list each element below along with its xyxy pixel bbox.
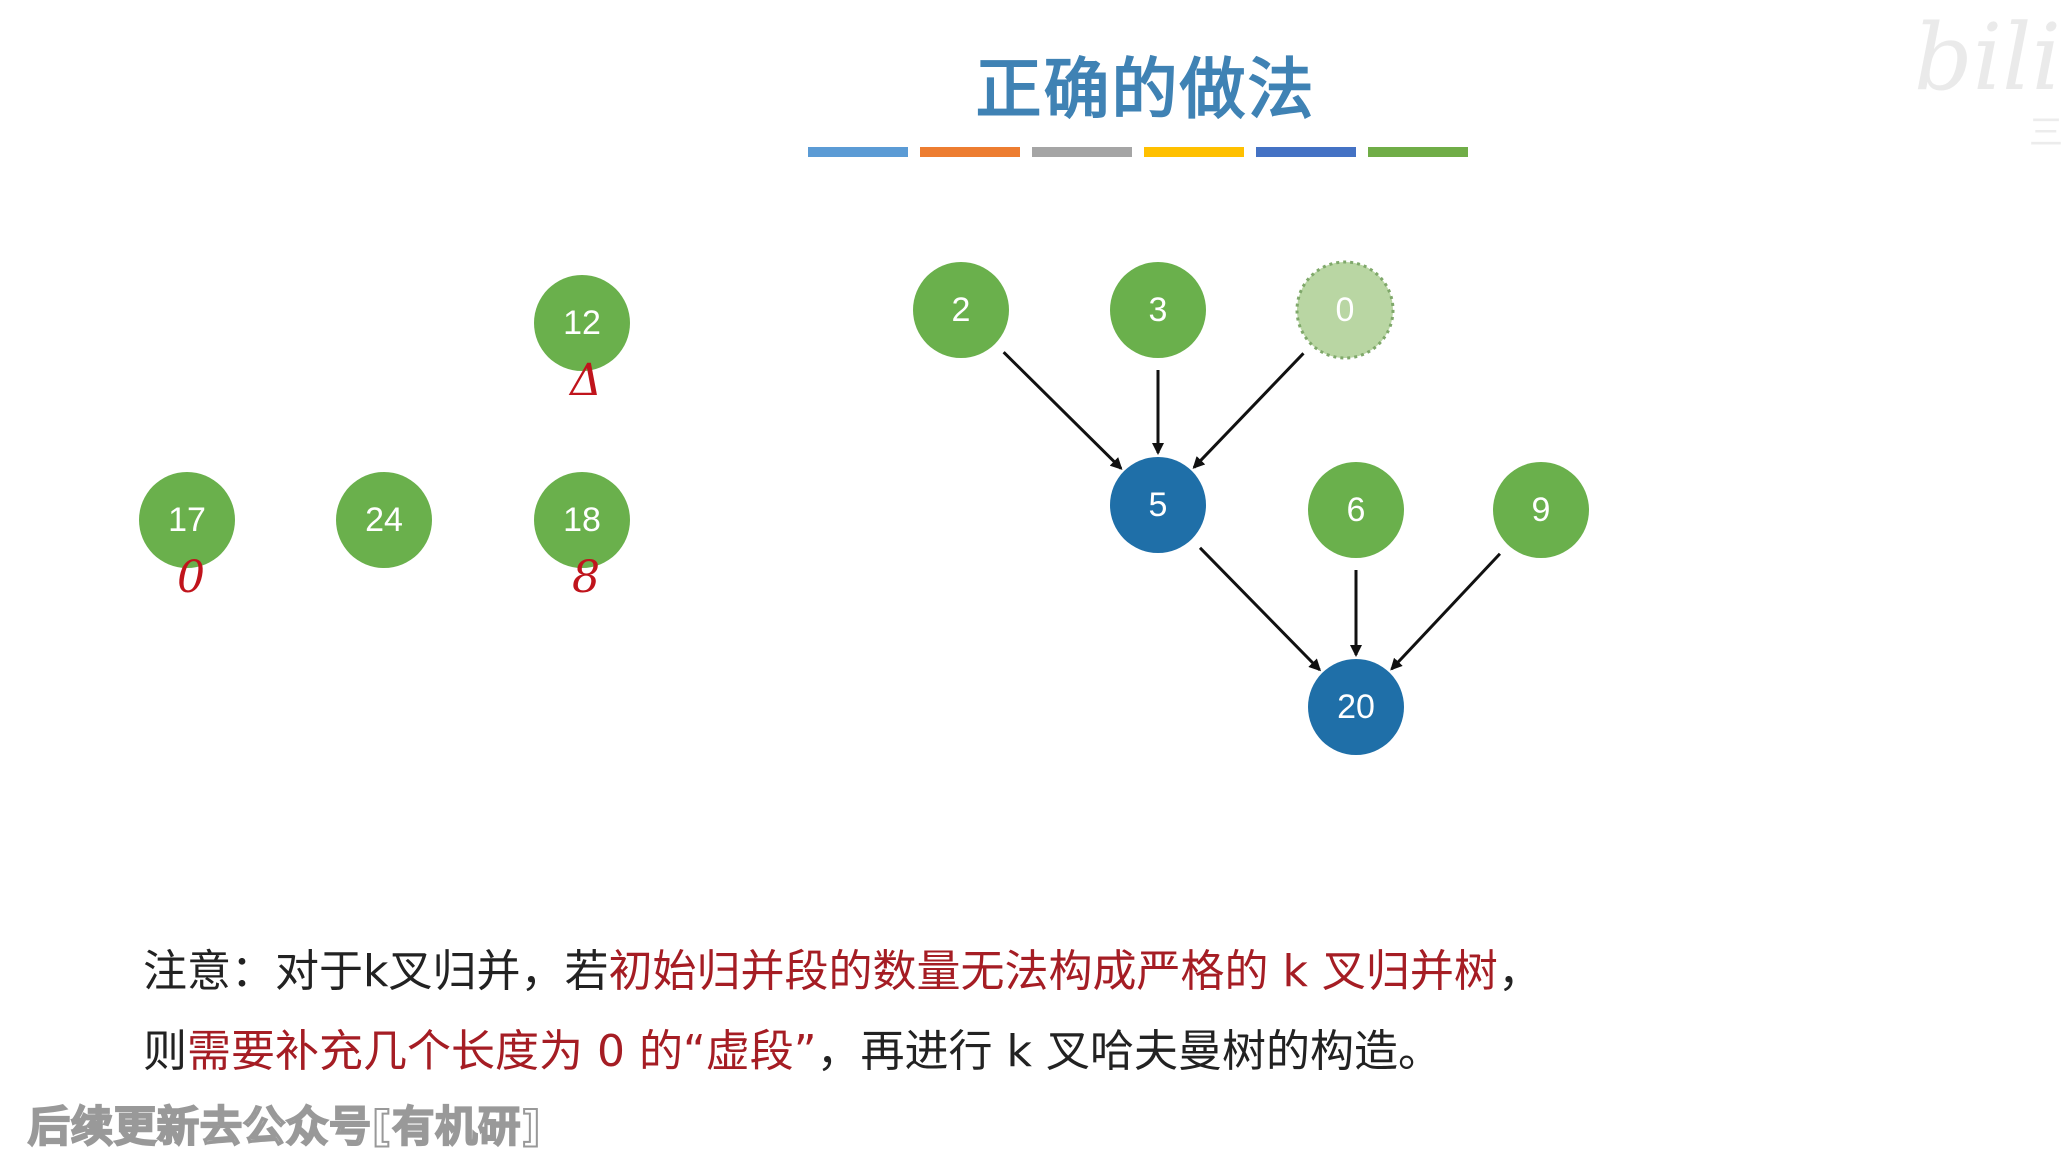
note-line-1: 注意：对于k叉归并，若初始归并段的数量无法构成严格的 k 叉归并树， (143, 935, 1542, 999)
note-line-1-prefix: 注意：对于k叉归并，若 (143, 946, 609, 997)
run-node (139, 472, 235, 568)
tree-edge-arrow (1002, 351, 1123, 470)
handwritten-annotation: 0 (177, 552, 205, 603)
leaf-node (1308, 462, 1404, 558)
bilibili-logo-watermark: bili (1913, 4, 2061, 111)
handwritten-annotation: 8 (572, 552, 600, 603)
run-node (534, 275, 630, 371)
merged-node-label: 20 (1337, 688, 1375, 726)
tree-edge-arrow (1390, 552, 1502, 671)
note-line-1-suffix: ， (1497, 946, 1542, 997)
leaf-node-label: 3 (1149, 291, 1168, 329)
color-bar-segment (1368, 147, 1468, 157)
run-node-label: 17 (168, 501, 206, 539)
virtual-segment-node (1295, 260, 1395, 360)
tree-nodes: 2 3 0 5 6 9 20 (913, 260, 1589, 755)
initial-runs-group: 12Δ 17 0 24 18 8 (139, 275, 630, 603)
note-line-2-prefix: 则 (143, 1026, 187, 1077)
note-line-2-suffix: ，再进行 k 叉哈夫曼树的构造。 (816, 1026, 1443, 1077)
tree-edge-arrow (1198, 546, 1321, 672)
color-bar-segment (920, 147, 1020, 157)
run-node-label: 12 (563, 304, 601, 342)
merged-node (1110, 457, 1206, 553)
merged-node-label: 5 (1149, 486, 1168, 524)
run-node (336, 472, 432, 568)
note-line-2-highlight: 需要补充几个长度为 0 的“虚段” (187, 1026, 817, 1077)
color-bar-segment (1032, 147, 1132, 157)
tree-edges (1002, 351, 1502, 672)
page-title: 正确的做法 (975, 51, 1316, 128)
note-line-2: 则需要补充几个长度为 0 的“虚段”，再进行 k 叉哈夫曼树的构造。 (143, 1015, 1442, 1079)
merged-node (1308, 659, 1404, 755)
leaf-node-label: 6 (1347, 491, 1366, 529)
leaf-node (1493, 462, 1589, 558)
virtual-segment-node-label: 0 (1336, 291, 1355, 329)
tree-edge-arrow (1192, 352, 1305, 469)
run-node (534, 472, 630, 568)
run-node-label: 18 (563, 501, 601, 539)
leaf-node (1110, 262, 1206, 358)
handwritten-annotation: Δ (568, 355, 602, 406)
color-bar-segment (808, 147, 908, 157)
run-node-label: 24 (365, 501, 403, 539)
leaf-node (913, 262, 1009, 358)
color-bar-segment (1256, 147, 1356, 157)
watermark-caption: 后续更新去公众号[有机研] (27, 1101, 542, 1152)
note-line-1-highlight: 初始归并段的数量无法构成严格的 k 叉归并树 (608, 946, 1498, 997)
color-bar-segment (1144, 147, 1244, 157)
leaf-node-label: 9 (1532, 491, 1551, 529)
watermark-logo-subtext: 三 (2029, 113, 2063, 153)
leaf-node-label: 2 (952, 291, 971, 329)
